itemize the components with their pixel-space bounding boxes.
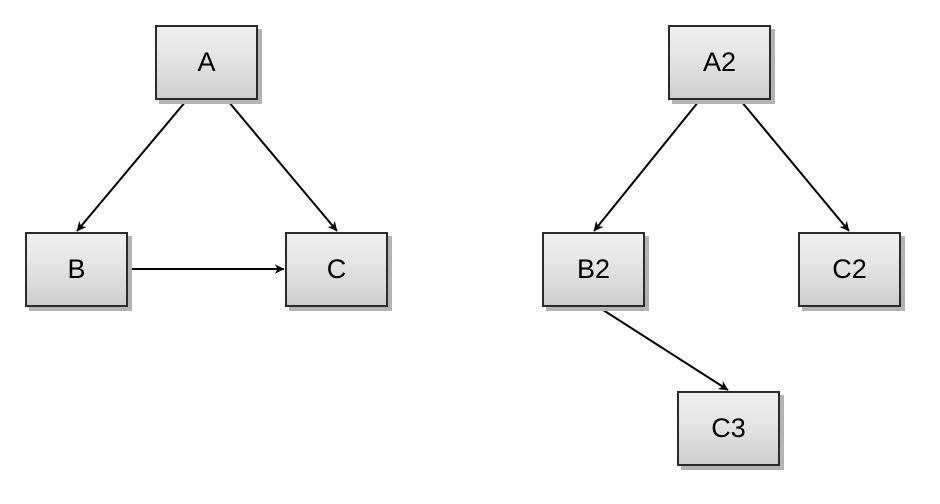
node-label-b2: B2: [576, 254, 611, 284]
node-c2[interactable]: C2: [798, 232, 901, 307]
edge-a-to-b[interactable]: [76, 100, 187, 232]
node-b2[interactable]: B2: [542, 232, 645, 307]
node-label-a: A: [197, 47, 216, 77]
edge-a2-to-c2[interactable]: [740, 100, 850, 232]
edge-a2-to-b2[interactable]: [593, 100, 700, 232]
node-label-a2: A2: [702, 47, 737, 77]
node-label-c3: C3: [711, 413, 746, 443]
edge-b2-to-c3[interactable]: [599, 307, 729, 391]
node-label-b: B: [67, 254, 86, 284]
node-c3[interactable]: C3: [677, 391, 780, 466]
node-label-c: C: [326, 254, 347, 284]
node-a[interactable]: A: [155, 25, 258, 100]
node-a2[interactable]: A2: [668, 25, 771, 100]
node-b[interactable]: B: [25, 232, 128, 307]
node-c[interactable]: C: [285, 232, 388, 307]
node-label-c2: C2: [832, 254, 867, 284]
edge-a-to-c[interactable]: [227, 100, 338, 232]
